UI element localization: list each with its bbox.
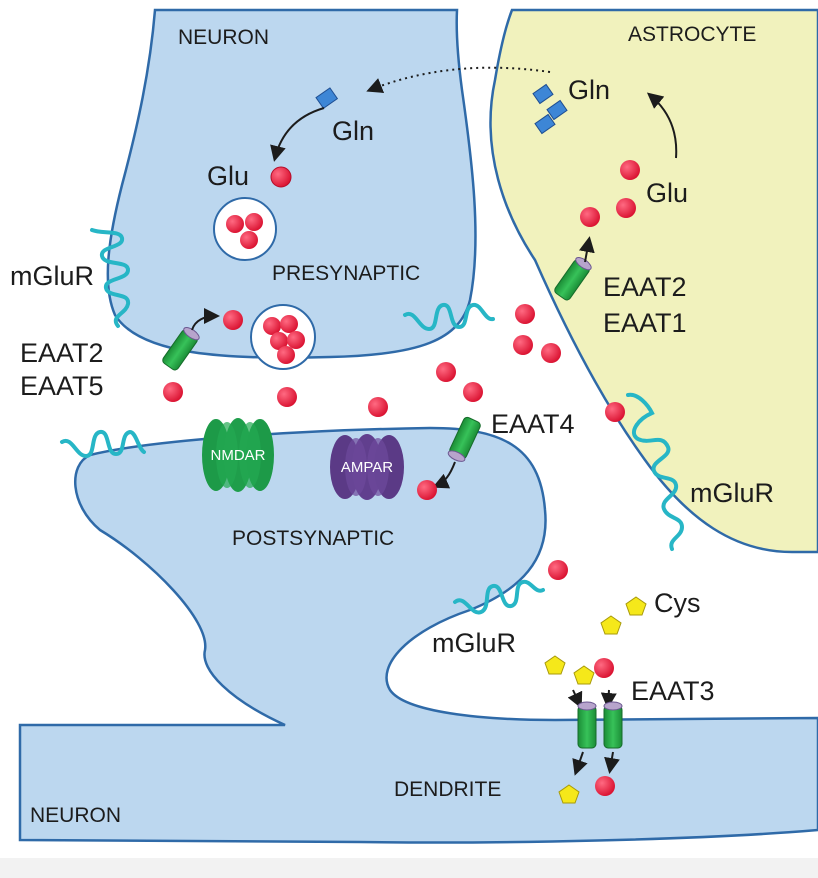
glutamine-molecule-astro [546,99,568,121]
dendrite-label: DENDRITE [394,778,501,801]
glutamate-dot [287,331,305,349]
cysteine-molecule [625,596,647,616]
glutamate-dot [616,198,636,218]
glutamate-dot [605,402,625,422]
nmdar-receptor [202,418,274,492]
glutamate-dot [263,317,281,335]
glutamate-dot [240,231,258,249]
transport-arrow [604,751,620,774]
glutamate-dot [580,207,600,227]
mglur-receptor-astrocyte [626,392,685,551]
eaat3-label: EAAT3 [631,676,715,706]
synaptic-vesicle [213,197,277,261]
glutamate-dot [270,166,292,188]
glutamate-dot [277,346,295,364]
presynaptic-neuron [106,8,477,359]
neuron-bottom-label: NEURON [30,804,121,827]
mglur-receptor-dendrite [453,579,545,615]
neuron-top-label: NEURON [178,26,269,49]
eaat5-label-pre: EAAT5 [20,371,104,401]
mglur-label-right: mGluR [690,478,774,508]
glutamate-dot [541,343,561,363]
mglur-label-left: mGluR [10,261,94,291]
gln-to-glu-arrow [270,107,325,162]
gln-shuttle-arrow [366,66,551,93]
glu-label-neuron: Glu [207,161,249,191]
eaat2-eaat5-transporter [162,327,200,371]
glutamate-dot [270,332,288,350]
glutamate-dot [515,304,535,324]
glu-to-gln-arrow [646,92,678,159]
glutamate-dot [368,397,388,417]
mglur-label-post: mGluR [432,628,516,658]
ampar-receptor [330,434,404,500]
cysteine-molecule [573,665,595,685]
mglur-receptor-presynaptic [90,228,131,328]
eaat4-label: EAAT4 [491,409,575,439]
eaat3-transporter [577,701,623,749]
glutamate-dot [594,658,614,678]
glutamate-dot [436,362,456,382]
glutamate-dot [620,160,640,180]
glutamate-dot [277,387,297,407]
eaat1-label-astro: EAAT1 [603,308,687,338]
presynaptic-label: PRESYNAPTIC [272,262,420,285]
ampar-label: AMPAR [341,459,393,476]
eaat2-label-pre: EAAT2 [20,338,104,368]
cysteine-molecule [600,615,622,635]
glu-label-astro: Glu [646,178,688,208]
glutamate-dot [163,382,183,402]
eaat4-transporter [447,416,481,462]
mglur-receptor-presynaptic-right [403,302,495,332]
gln-label-astro: Gln [568,75,610,105]
glutamate-dot [280,315,298,333]
astrocyte-label: ASTROCYTE [628,23,756,46]
transport-arrow [578,236,595,263]
transport-arrow [432,461,456,489]
cysteine-molecule [558,784,580,804]
glutamate-dot [513,335,533,355]
glutamate-dot [595,776,615,796]
glutamate-dot [245,213,263,231]
eaat2-eaat1-transporter [554,257,592,301]
glutamate-dot [223,310,243,330]
gln-label-neuron: Gln [332,116,374,146]
glutamate-dot [548,560,568,580]
glutamate-dot [463,382,483,402]
postsynaptic-label: POSTSYNAPTIC [232,527,394,550]
eaat2-label-astro: EAAT2 [603,272,687,302]
glutamine-molecule-neuron [315,87,339,110]
transport-arrow [567,689,583,709]
astrocyte-cell [489,8,818,554]
glutamate-dot [417,480,437,500]
cys-label: Cys [654,588,701,618]
nmdar-label: NMDAR [211,447,266,464]
transport-arrow [572,751,588,776]
glutamine-molecule-astro [534,113,556,135]
mglur-receptor-postsynaptic-left [60,429,146,459]
glutamine-molecule-astro [532,83,554,105]
glutamate-dot [226,215,244,233]
cysteine-molecule [544,655,566,675]
transport-arrow [191,308,220,331]
